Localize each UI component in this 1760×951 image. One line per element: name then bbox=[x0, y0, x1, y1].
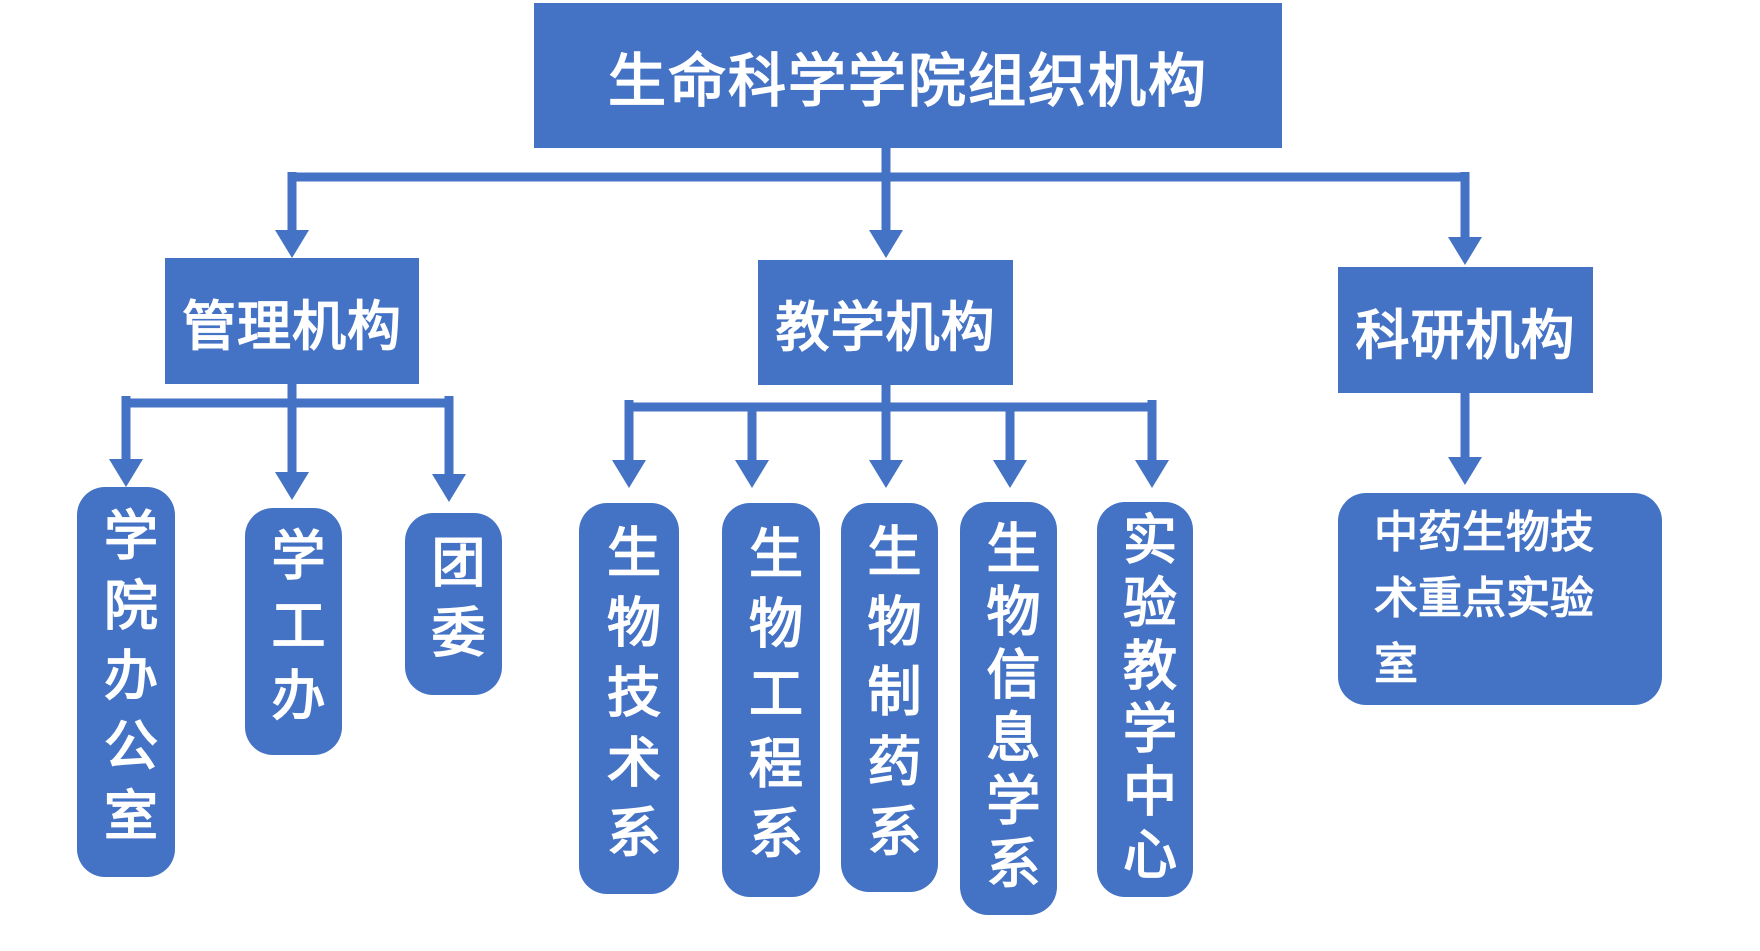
node-biopharmacy-dept: 生物制药系 bbox=[841, 503, 938, 892]
node-biotechnology-dept: 生物技术系 bbox=[579, 503, 679, 894]
branch-box-teaching: 教学机构 bbox=[758, 260, 1013, 385]
branch-box-research: 科研机构 bbox=[1338, 267, 1593, 393]
connector-management-to-children bbox=[109, 384, 466, 502]
node-college-office: 学院办公室 bbox=[77, 487, 175, 877]
node-tcm-biotech-key-lab: 中药生物技术重点实验室 bbox=[1338, 493, 1662, 705]
connector-title-to-branches bbox=[275, 148, 1482, 265]
node-bioinformatics-dept: 生物信息学系 bbox=[960, 502, 1057, 915]
node-youth-league: 团委 bbox=[405, 513, 502, 695]
node-experimental-teaching-center: 实验教学中心 bbox=[1097, 502, 1193, 897]
node-bioengineering-dept: 生物工程系 bbox=[722, 503, 820, 897]
connector-teaching-to-children bbox=[612, 385, 1169, 488]
node-student-affairs-office: 学工办 bbox=[245, 508, 342, 755]
connector-research-to-child bbox=[1448, 393, 1482, 485]
org-chart-title: 生命科学学院组织机构 bbox=[534, 3, 1282, 148]
branch-box-management: 管理机构 bbox=[165, 258, 419, 384]
